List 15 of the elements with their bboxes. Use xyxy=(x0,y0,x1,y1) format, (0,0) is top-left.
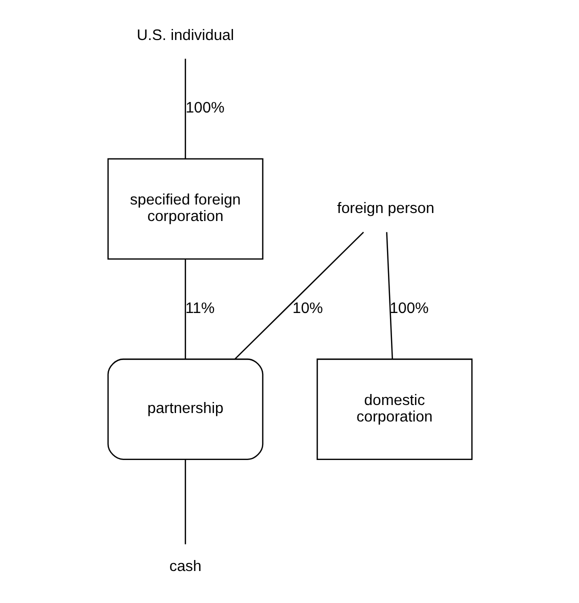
node-text: cash xyxy=(168,558,201,576)
node-text: foreign person xyxy=(336,200,434,217)
connector xyxy=(234,232,364,360)
node-box: specified foreign corporation xyxy=(106,158,263,260)
connector xyxy=(184,460,186,544)
edge-label: 11% xyxy=(184,300,214,318)
node-text: U.S. individual xyxy=(136,26,234,44)
edge-label: 10% xyxy=(292,300,322,318)
node-box: domestic corporation xyxy=(316,358,472,460)
connector xyxy=(184,259,186,359)
edge-label: 100% xyxy=(185,100,224,117)
edge-label: 100% xyxy=(389,300,428,318)
connector xyxy=(386,232,393,359)
node-box: partnership xyxy=(106,358,263,460)
connector xyxy=(184,58,186,159)
